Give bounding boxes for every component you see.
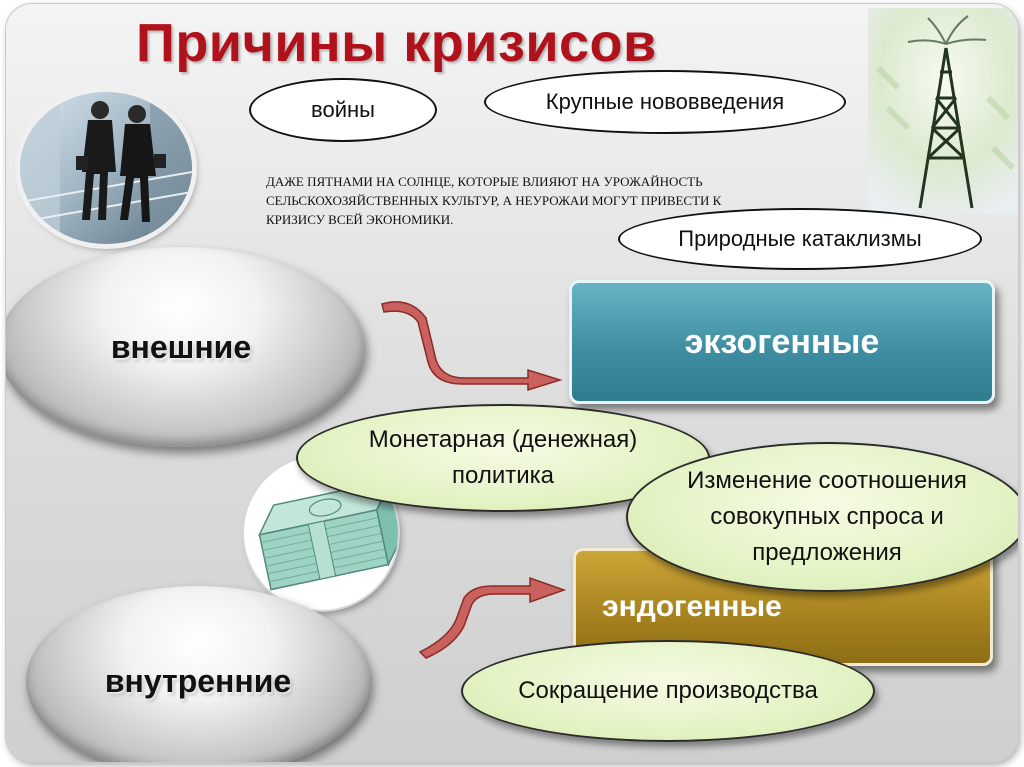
external-label: внешние — [110, 328, 252, 365]
endogenous-label: эндогенные — [602, 590, 782, 623]
oil-tower-image — [868, 8, 1018, 213]
internal-lens: внутренние — [26, 586, 370, 762]
exogenous-box: экзогенные — [569, 280, 995, 404]
slide-frame: Причины кризисов — [6, 4, 1018, 762]
wars-label: войны — [311, 97, 375, 122]
demand-supply-oval: Изменение соотношения совокупных спроса … — [626, 442, 1018, 592]
exogenous-label: экзогенные — [684, 322, 880, 361]
cataclysms-oval: Природные катаклизмы — [618, 208, 982, 270]
slide-title: Причины кризисов — [136, 13, 657, 73]
external-lens: внешние — [6, 247, 364, 447]
oil-tower-photo — [868, 8, 1018, 213]
external-arrow — [381, 301, 563, 392]
production-reduction-label: Сокращение производства — [518, 677, 818, 704]
cataclysms-label: Природные катаклизмы — [678, 226, 922, 251]
production-reduction-oval: Сокращение производства — [461, 640, 875, 742]
wars-oval: войны — [249, 78, 437, 142]
business-people-image — [20, 92, 192, 244]
innovations-oval: Крупные нововведения — [484, 70, 846, 134]
demand-supply-label: Изменение соотношения совокупных спроса … — [687, 467, 967, 566]
internal-arrow — [418, 576, 567, 659]
sunspots-note: Даже пятнами на Солнце, которые влияют н… — [266, 174, 722, 227]
innovations-label: Крупные нововведения — [545, 89, 785, 114]
internal-label: внутренние — [104, 662, 292, 699]
monetary-policy-label: Монетарная (денежная) политика — [368, 426, 638, 489]
business-people-photo — [20, 92, 192, 244]
